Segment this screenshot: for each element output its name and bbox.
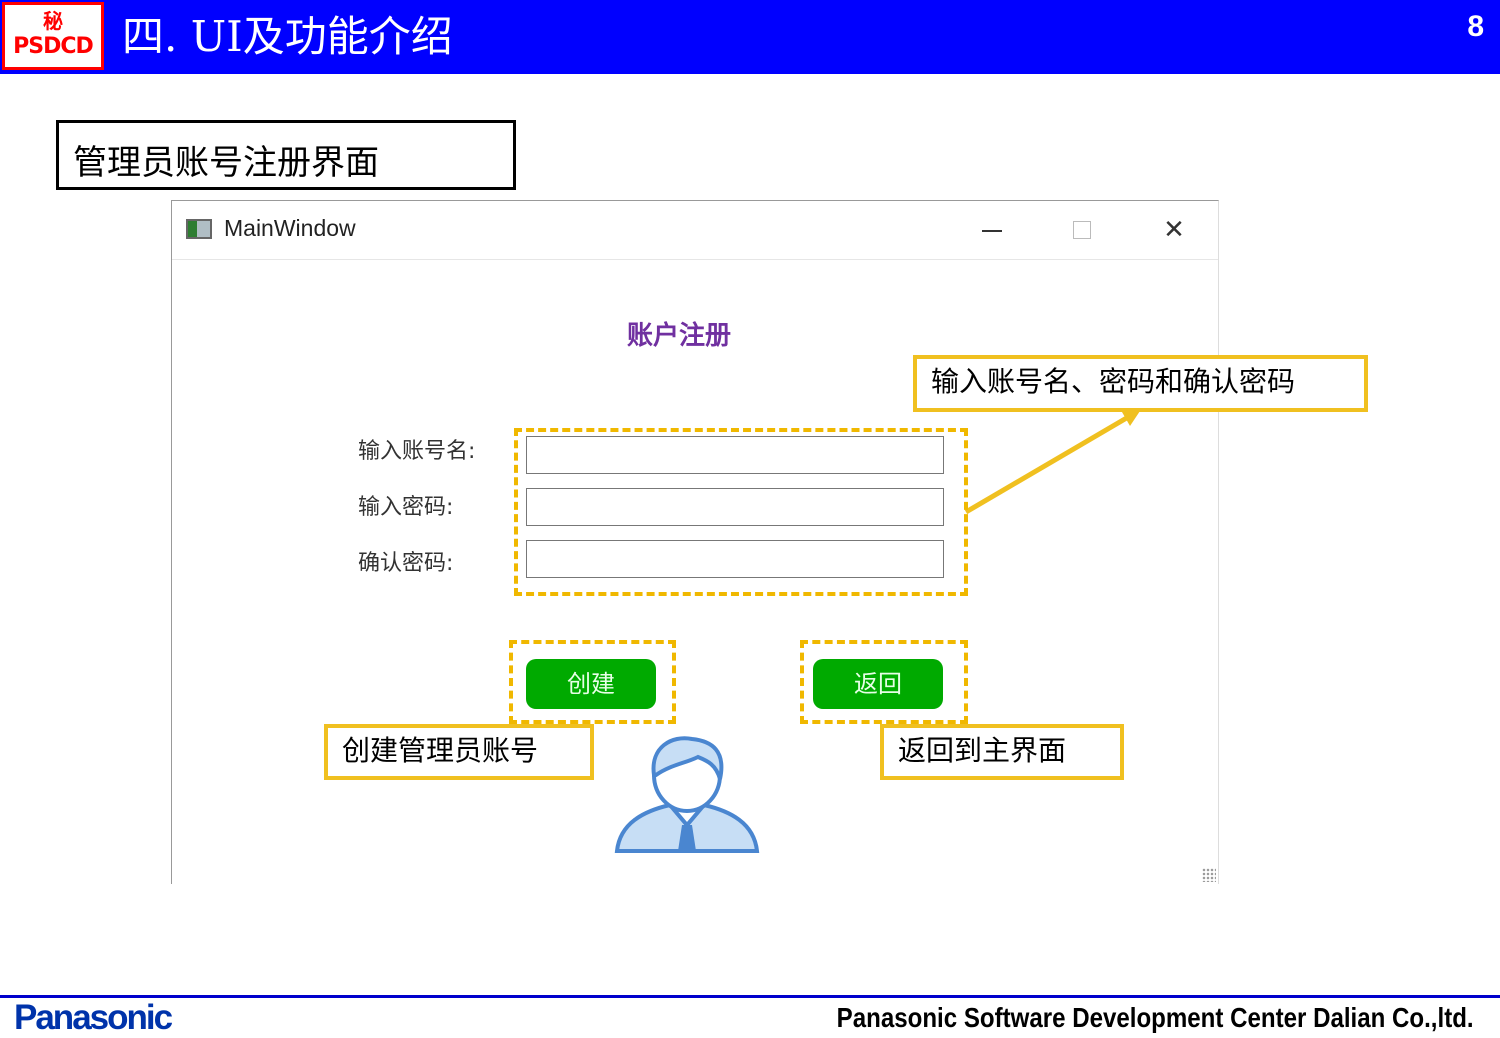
- window-title: MainWindow: [224, 215, 356, 241]
- username-input[interactable]: [526, 436, 944, 474]
- app-icon: [186, 219, 212, 239]
- minimize-button[interactable]: [972, 213, 1012, 247]
- resize-grip[interactable]: [1202, 868, 1216, 882]
- company-name: Panasonic Software Development Center Da…: [837, 1002, 1474, 1033]
- inputs-callout: 输入账号名、密码和确认密码: [913, 355, 1368, 412]
- form-title: 账户注册: [627, 321, 732, 351]
- confirm-password-input[interactable]: [526, 540, 944, 578]
- section-heading: 管理员账号注册界面: [73, 143, 379, 183]
- password-input[interactable]: [526, 488, 944, 526]
- create-button[interactable]: 创建: [526, 659, 656, 709]
- slide-title: 四. UI及功能介绍: [122, 12, 453, 61]
- create-highlight: [509, 640, 676, 724]
- maximize-button[interactable]: [1062, 213, 1102, 247]
- user-avatar-icon: [614, 736, 760, 853]
- back-button[interactable]: 返回: [813, 659, 943, 709]
- close-icon: ✕: [1163, 215, 1185, 245]
- create-callout: 创建管理员账号: [324, 724, 594, 780]
- section-heading-box: 管理员账号注册界面: [56, 120, 516, 190]
- confidential-mark: 秘: [43, 9, 63, 33]
- password-label: 输入密码:: [358, 495, 454, 520]
- username-label: 输入账号名:: [358, 439, 476, 464]
- inputs-highlight: [514, 428, 968, 596]
- maximize-icon: [1073, 221, 1091, 239]
- confirm-password-label: 确认密码:: [358, 551, 454, 576]
- close-button[interactable]: ✕: [1154, 213, 1194, 247]
- brand-logo: Panasonic: [14, 998, 173, 1037]
- back-callout: 返回到主界面: [880, 724, 1124, 780]
- back-highlight: [800, 640, 968, 724]
- window-titlebar: MainWindow ✕: [172, 201, 1218, 260]
- org-name: PSDCD: [13, 34, 94, 59]
- slide-header: 秘 PSDCD 四. UI及功能介绍 8: [0, 0, 1500, 74]
- confidential-badge: 秘 PSDCD: [2, 2, 104, 70]
- footer-divider: [0, 995, 1500, 998]
- page-number: 8: [1467, 10, 1484, 43]
- minimize-icon: [982, 230, 1002, 232]
